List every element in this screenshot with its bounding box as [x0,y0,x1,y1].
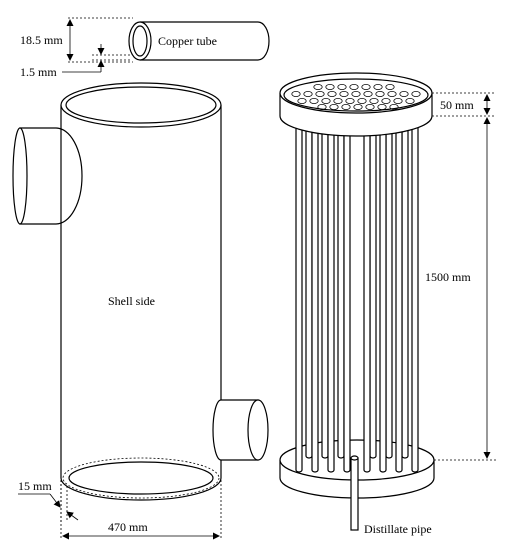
tube-hole-28 [317,104,327,111]
tube-length-dimension [434,117,496,461]
tube-hole-2 [337,84,347,91]
tube-length-label: 1500 mm [425,270,471,284]
copper-tube-label: Copper tube [158,34,217,48]
tube-hole-14 [375,91,385,98]
tube-front-7 [411,118,419,473]
tube-hole-34 [389,104,399,111]
shell-side-label: Shell side [108,294,155,308]
tube-sheet-label: 50 mm [440,98,474,112]
tube-diameter-label: 18.5 mm [20,33,63,47]
tube-back-0 [305,112,313,459]
tube-back-2 [337,112,345,459]
tube-hole-6 [385,84,395,91]
tube-hole-19 [309,98,319,105]
tube-sheet-dimension [432,92,496,117]
tube-hole-31 [353,104,363,111]
tube-wall-dimension [62,44,132,73]
distillate-pipe [350,457,359,531]
tube-hole-23 [357,98,367,105]
tube-front-2 [327,118,335,473]
tube-hole-9 [315,91,325,98]
tube-hole-15 [387,91,397,98]
shell-diameter-label: 470 mm [108,520,148,534]
tube-hole-5 [373,84,383,91]
tube-hole-17 [411,91,421,98]
tube-hole-27 [405,98,415,105]
tube-front-4 [363,118,371,473]
tube-hole-29 [329,104,339,111]
tube-hole-3 [349,84,359,91]
shell-drawing [12,82,269,501]
tube-hole-10 [327,91,337,98]
tube-hole-0 [313,84,323,91]
tube-hole-18 [297,98,307,105]
tube-hole-12 [351,91,361,98]
tube-hole-16 [399,91,409,98]
tube-hole-13 [363,91,373,98]
tube-hole-33 [377,104,387,111]
tube-hole-22 [345,98,355,105]
tube-diameter-dimension [66,17,133,63]
tube-front-5 [379,118,387,473]
tube-front-6 [395,118,403,473]
tube-back-5 [401,112,409,459]
tube-hole-7 [291,91,301,98]
shell-wall-dimension [18,480,79,522]
tube-front-1 [311,118,319,473]
tube-sheet-holes [291,84,421,111]
tube-hole-8 [303,91,313,98]
tube-hole-20 [321,98,331,105]
copper-tube-drawing [128,21,270,61]
tube-front-0 [295,118,303,473]
tube-wall-label: 1.5 mm [20,65,57,79]
tube-hole-26 [393,98,403,105]
tube-back-3 [369,112,377,459]
tube-hole-1 [325,84,335,91]
tube-hole-11 [339,91,349,98]
tube-back-1 [321,112,329,459]
tube-front-3 [343,118,351,473]
tube-back-4 [385,112,393,459]
tube-hole-4 [361,84,371,91]
tube-hole-32 [365,104,375,111]
tube-group [295,112,419,473]
shell-wall-label: 15 mm [18,479,52,493]
tube-bundle-drawing [279,72,435,531]
tube-hole-25 [381,98,391,105]
distillate-pipe-label: Distillate pipe [364,522,432,536]
tube-hole-21 [333,98,343,105]
tube-hole-30 [341,104,351,111]
tube-hole-24 [369,98,379,105]
